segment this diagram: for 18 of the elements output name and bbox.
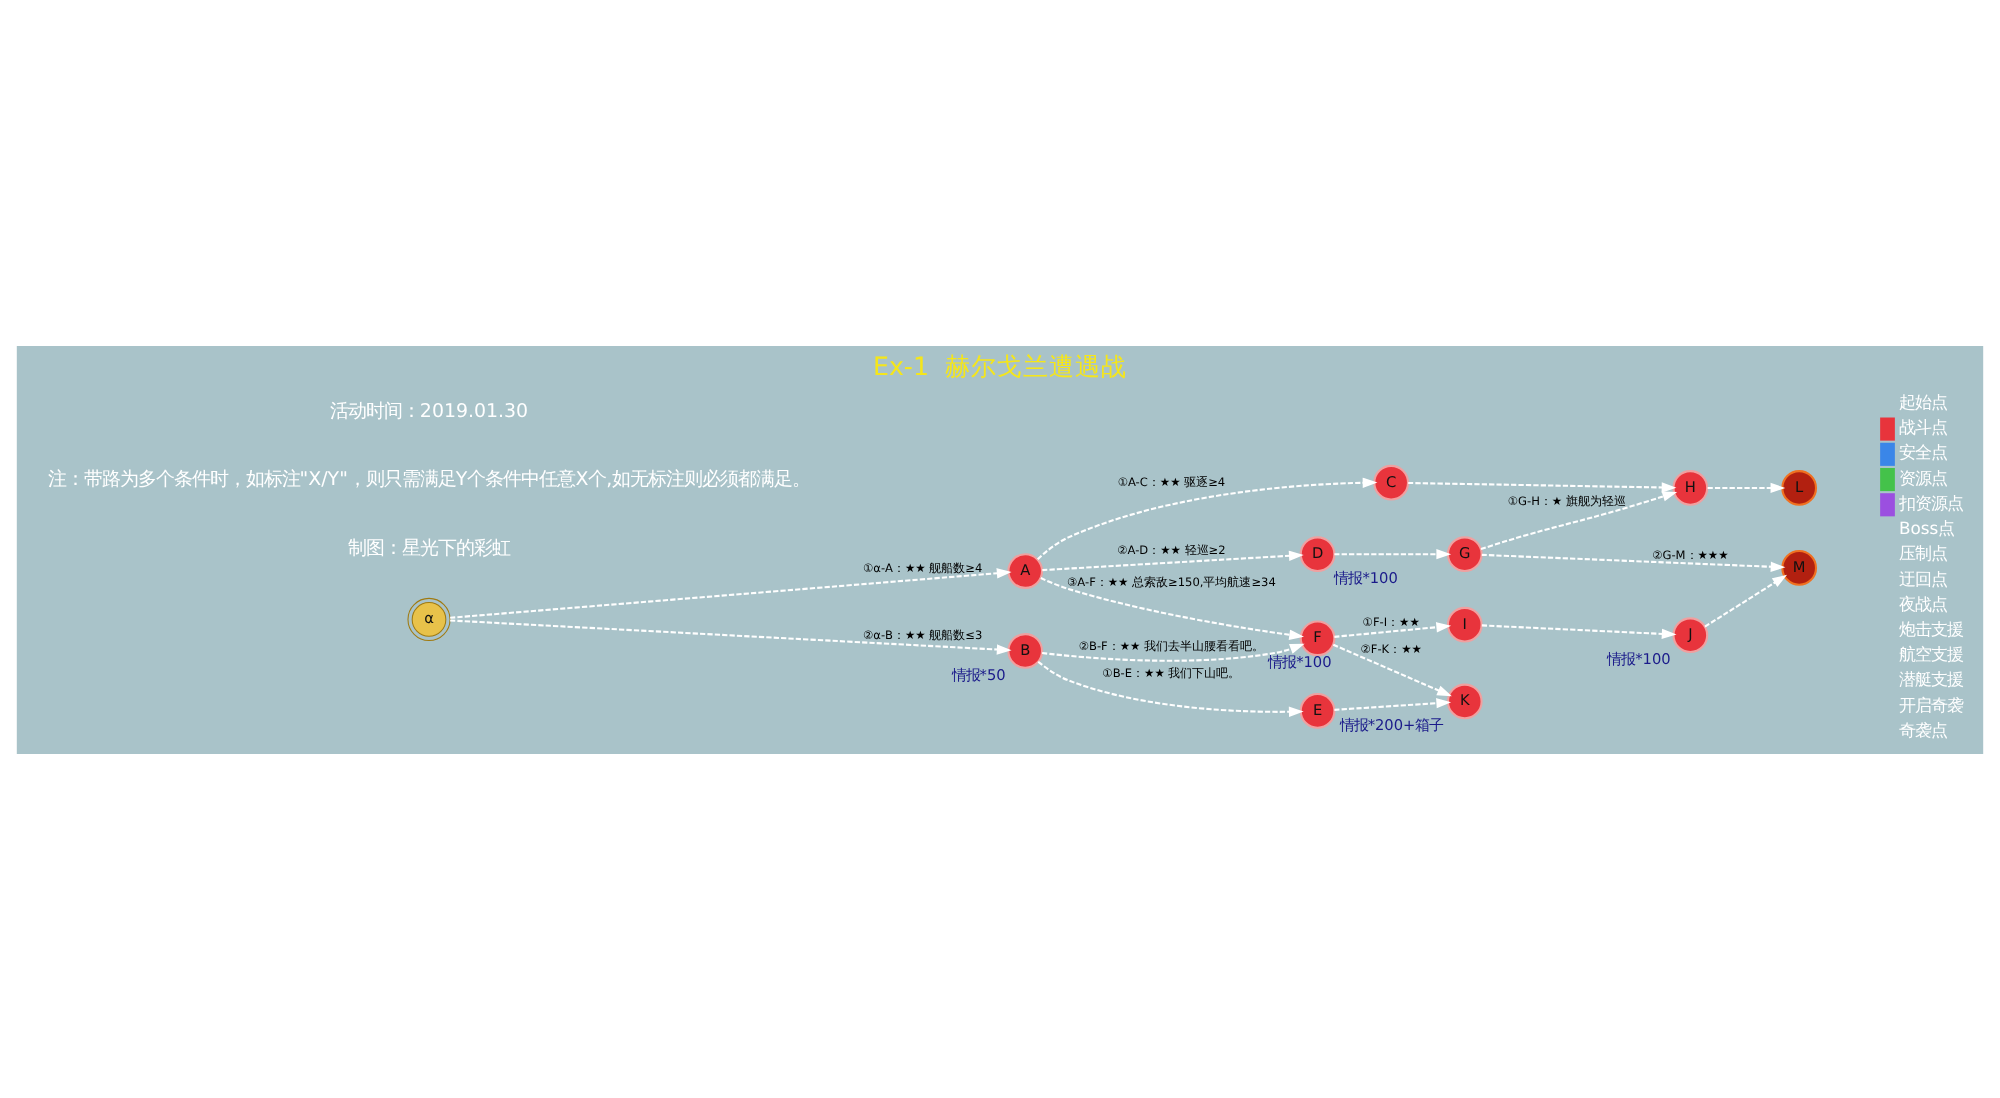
legend-label: 起始点 <box>1899 390 1948 411</box>
legend-label: 夜战点 <box>1899 592 1948 613</box>
diagram-title: Ex-1 赫尔戈兰遭遇战 <box>872 349 1128 380</box>
legend-label: 压制点 <box>1899 542 1948 563</box>
legend-label: 资源点 <box>1899 466 1948 487</box>
legend-label: 安全点 <box>1899 441 1948 462</box>
label: 活动时间：2019.01.30 <box>329 399 529 422</box>
legend-label: 航空支援 <box>1899 643 1964 664</box>
label: 注：带路为多个条件时，如标注"X/Y"，则只需满足Y个条件中任意X个,如无标注则必须都满足。 <box>47 468 811 491</box>
legend-label: Boss点 <box>1899 517 1955 538</box>
legend-label: 开启奇袭 <box>1899 693 1964 714</box>
legend-label: 扣资源点 <box>1899 491 1964 512</box>
legend-label: 战斗点 <box>1899 416 1948 437</box>
legend-label: 炮击支援 <box>1899 617 1964 638</box>
label: 制图：星光下的彩虹 <box>348 536 511 559</box>
legend-label: 迂回点 <box>1899 567 1948 588</box>
legend-label: 奇袭点 <box>1899 718 1948 739</box>
legend-label: 潜艇支援 <box>1899 668 1964 689</box>
